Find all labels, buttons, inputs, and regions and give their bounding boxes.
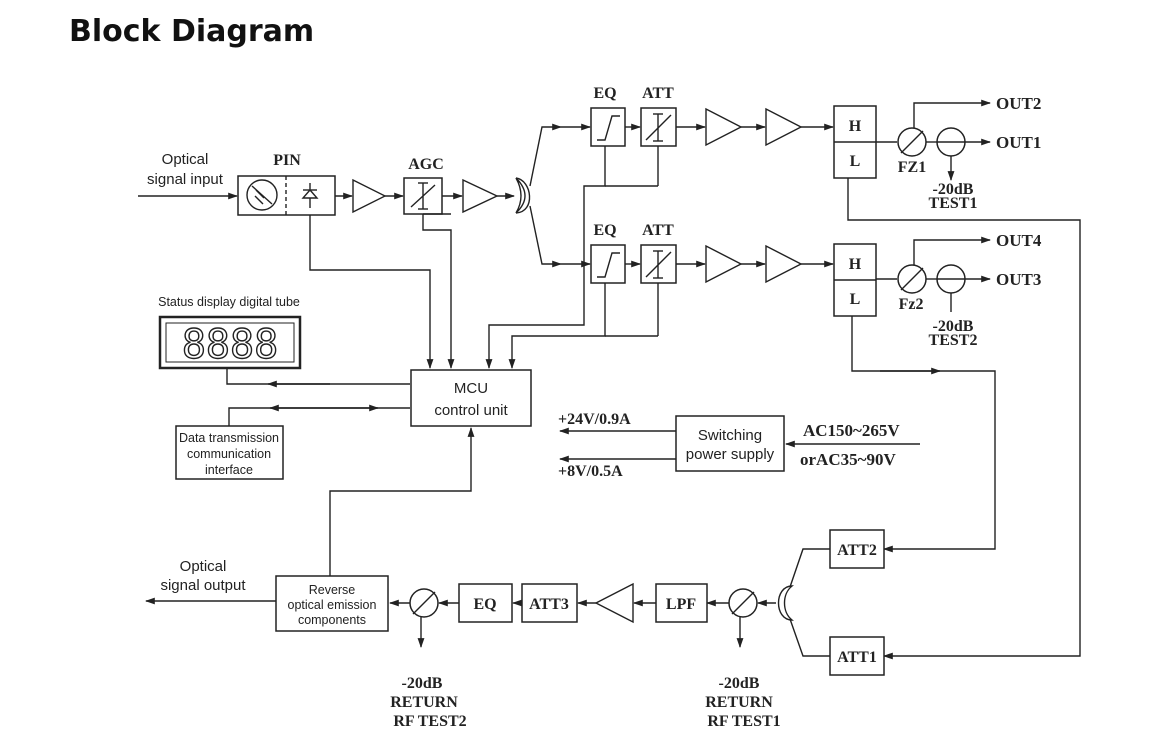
out3-label: OUT3 — [996, 270, 1041, 289]
att-label-lower: ATT — [642, 222, 674, 239]
out2-label: OUT2 — [996, 94, 1041, 113]
eq-return-label: EQ — [473, 596, 496, 613]
return-test1-return: RETURN — [705, 694, 773, 711]
data-interface-block: Data transmission communication interfac… — [175, 425, 284, 480]
test2-label: TEST2 — [929, 332, 978, 349]
h-label-lower: H — [849, 256, 862, 273]
amplifier-6 — [765, 244, 803, 284]
optical-output-label: Optical — [180, 558, 227, 575]
status-digital-tube: 8888 — [158, 315, 302, 370]
eq-label-lower: EQ — [593, 222, 616, 239]
data-interface-label-2: communication — [187, 447, 271, 461]
test1-label: TEST1 — [929, 195, 978, 212]
out4-label: OUT4 — [996, 231, 1042, 250]
return-test1-db: -20dB — [719, 675, 760, 692]
pin-photodiode-block — [237, 175, 336, 216]
att-lower-block — [640, 244, 677, 284]
eq-lower-block — [590, 244, 626, 284]
eq-return-block — [458, 583, 513, 623]
ac-high-label: AC150~265V — [803, 421, 900, 440]
v8-label: +8V/0.5A — [558, 463, 623, 480]
att3-block — [521, 583, 578, 623]
att1-block — [829, 636, 885, 676]
fz2-label: Fz2 — [899, 296, 924, 313]
agc-label: AGC — [408, 156, 444, 173]
att1-label: ATT1 — [837, 649, 877, 666]
return-test1-rf: RF TEST1 — [707, 713, 780, 730]
l-label-lower: L — [850, 291, 861, 308]
amplifier-1 — [352, 178, 387, 214]
optical-input-label-2: signal input — [147, 171, 224, 188]
att3-label: ATT3 — [529, 596, 569, 613]
l-label-upper: L — [850, 153, 861, 170]
mcu-label: MCU — [454, 380, 488, 397]
mcu-label-2: control unit — [434, 402, 508, 419]
hl-filter-upper — [833, 105, 877, 179]
data-interface-label: Data transmission — [179, 431, 279, 445]
agc-block — [403, 177, 443, 215]
reverse-emission-label-2: optical emission — [288, 598, 377, 612]
test2-coupler — [936, 264, 966, 294]
optical-input-label: Optical — [162, 151, 209, 168]
ac-low-label: orAC35~90V — [800, 450, 896, 469]
digit-tube-readout: 8888 — [182, 322, 278, 368]
pin-label: PIN — [273, 152, 301, 169]
optical-output-label-2: signal output — [160, 577, 246, 594]
data-interface-label-3: interface — [205, 463, 253, 477]
return-test2-rf: RF TEST2 — [393, 713, 466, 730]
combiner-return — [777, 585, 794, 621]
return-test2-return: RETURN — [390, 694, 458, 711]
test1-db-label: -20dB — [933, 181, 974, 198]
test2-db-label: -20dB — [933, 318, 974, 335]
amplifier-5 — [705, 244, 743, 284]
lpf-label: LPF — [666, 596, 696, 613]
out1-label: OUT1 — [996, 133, 1041, 152]
test1-coupler — [936, 127, 966, 157]
reverse-emission-label: Reverse — [309, 583, 356, 597]
amplifier-3 — [705, 107, 743, 147]
psu-label-2: power supply — [686, 446, 775, 463]
amplifier-2 — [462, 178, 499, 214]
status-display-label: Status display digital tube — [158, 295, 300, 309]
att2-label: ATT2 — [837, 542, 877, 559]
fz1-splitter — [897, 127, 927, 157]
mcu-control-unit: MCU control unit — [410, 369, 532, 427]
return-test2-coupler — [409, 588, 439, 618]
reverse-emission-label-3: components — [298, 613, 366, 627]
switching-power-supply: Switching power supply — [675, 415, 785, 472]
fz1-label: FZ1 — [898, 159, 926, 176]
return-test1-coupler — [728, 588, 758, 618]
att2-block — [829, 529, 885, 569]
page-title: Block Diagram — [69, 14, 315, 49]
h-label-upper: H — [849, 118, 862, 135]
amplifier-4 — [765, 107, 803, 147]
reverse-emission-block: Reverse optical emission components — [275, 575, 389, 632]
return-test2-db: -20dB — [402, 675, 443, 692]
eq-upper-block — [590, 107, 626, 147]
psu-label: Switching — [698, 427, 762, 444]
splitter-forward — [515, 177, 526, 214]
fz2-splitter — [897, 264, 927, 294]
lpf-block — [655, 583, 708, 623]
hl-filter-lower — [833, 243, 877, 317]
eq-label-upper: EQ — [593, 85, 616, 102]
amplifier-return — [594, 582, 634, 624]
att-label-upper: ATT — [642, 85, 674, 102]
att-upper-block — [640, 107, 677, 147]
v24-label: +24V/0.9A — [558, 411, 631, 428]
